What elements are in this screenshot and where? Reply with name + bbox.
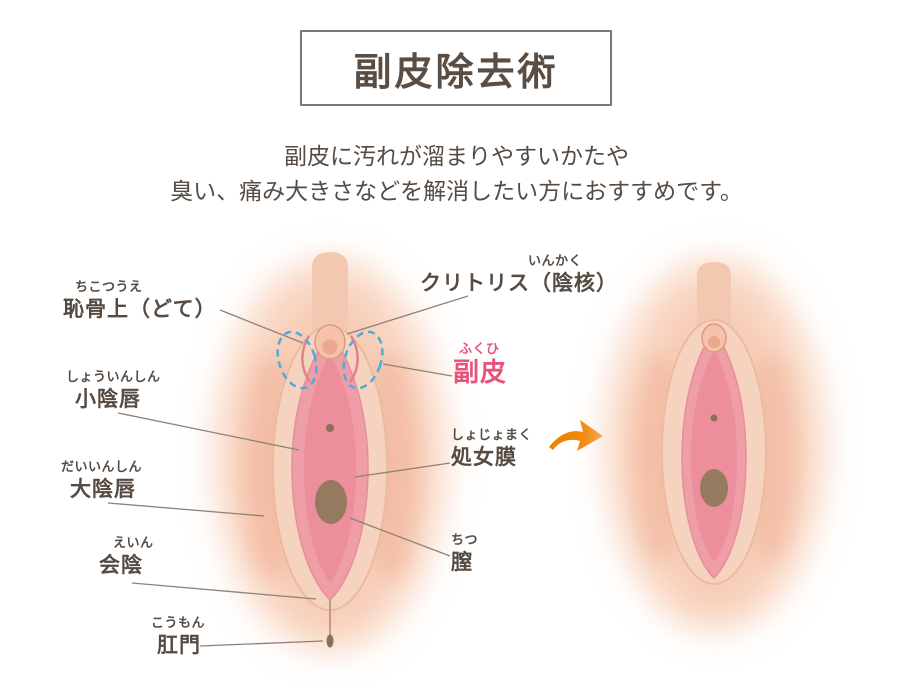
transformation-arrow-icon xyxy=(549,420,603,451)
label-vagina-text: 膣 xyxy=(451,549,473,574)
connector-pubic xyxy=(219,309,304,344)
label-labia-minora: しょういんしん 小陰唇 xyxy=(66,370,161,411)
label-hymen: しょじょまく 処女膜 xyxy=(451,428,533,469)
label-accessory-skin-furigana: ふくひ xyxy=(459,342,500,357)
vestibule-shape xyxy=(304,354,356,582)
connector-anus xyxy=(199,640,324,647)
label-hymen-text: 処女膜 xyxy=(451,444,517,469)
page-title: 副皮除去術 xyxy=(353,49,559,94)
vaginal-opening-shape xyxy=(700,469,728,507)
connector-labia-minora xyxy=(117,412,300,451)
label-anus: こうもん 肛門 xyxy=(151,616,206,657)
title-box: 副皮除去術 xyxy=(300,30,612,106)
label-labia-minora-text: 小陰唇 xyxy=(75,386,141,411)
label-labia-minora-furigana: しょういんしん xyxy=(66,370,161,385)
label-accessory-skin: ふくひ 副皮 xyxy=(453,342,508,389)
label-perineum-furigana: えいん xyxy=(113,536,154,551)
right-anatomy-illustration xyxy=(603,257,827,633)
label-anus-furigana: こうもん xyxy=(151,616,206,631)
label-hymen-furigana: しょじょまく xyxy=(451,428,533,443)
connector-lines xyxy=(107,295,469,647)
anus-dot xyxy=(326,634,334,648)
label-perineum: えいん 会陰 xyxy=(99,536,154,577)
label-labia-majora-furigana: だいいんしん xyxy=(61,460,143,475)
connector-vagina xyxy=(349,517,451,557)
left-anatomy-illustration xyxy=(212,252,448,653)
label-perineum-text: 会陰 xyxy=(99,552,143,577)
label-clitoris-text: クリトリス（陰核） xyxy=(420,270,618,295)
label-pubic-area: ちこつうえ 恥骨上（どて） xyxy=(63,280,217,321)
label-vagina-furigana: ちつ xyxy=(451,533,479,548)
connector-labia-majora xyxy=(107,502,265,517)
vaginal-opening-shape xyxy=(315,480,347,524)
label-pubic-furigana: ちこつうえ xyxy=(75,280,143,295)
connector-perineum xyxy=(131,582,317,600)
mons-column xyxy=(312,252,348,345)
label-clitoris-furigana: いんかく xyxy=(528,254,583,269)
description: 副皮に汚れが溜まりやすいかたや 臭い、痛み大きさなどを解消したい方におすすめです… xyxy=(0,140,913,210)
description-line-1: 副皮に汚れが溜まりやすいかたや xyxy=(284,144,629,170)
clitoris-shape xyxy=(708,336,720,348)
description-line-2: 臭い、痛み大きさなどを解消したい方におすすめです。 xyxy=(170,179,743,205)
connector-accessory-skin xyxy=(382,363,453,377)
vestibule-shape xyxy=(691,350,737,562)
label-anus-text: 肛門 xyxy=(157,632,201,657)
urethra-dot xyxy=(326,424,334,432)
label-labia-majora: だいいんしん 大陰唇 xyxy=(61,460,143,501)
clitoris-shape xyxy=(322,339,338,355)
connector-clitoris xyxy=(346,295,469,335)
label-accessory-skin-text: 副皮 xyxy=(453,357,508,388)
label-clitoris: いんかく クリトリス（陰核） xyxy=(420,254,618,295)
label-vagina: ちつ 膣 xyxy=(451,533,479,574)
label-pubic-text: 恥骨上（どて） xyxy=(63,296,217,321)
label-labia-majora-text: 大陰唇 xyxy=(70,476,136,501)
connector-hymen xyxy=(354,462,451,478)
highlight-circle-left xyxy=(276,330,318,390)
highlight-circle-right xyxy=(342,330,384,390)
urethra-dot xyxy=(710,414,718,422)
